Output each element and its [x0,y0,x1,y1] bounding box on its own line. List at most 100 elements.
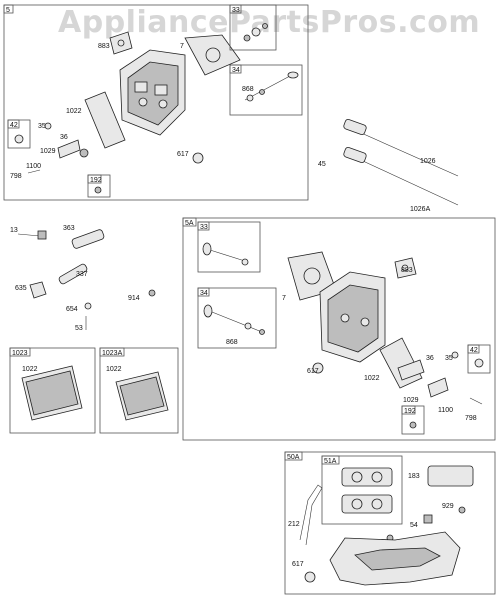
rocker-nut[interactable] [79,148,89,158]
box-34 [229,64,303,116]
valve-head-34b[interactable] [203,304,213,318]
rocker-ball-5A[interactable] [451,351,459,359]
valve-seal-34b[interactable] [244,322,252,330]
label-798b: 798 [465,415,477,422]
valve-spring-retainer[interactable] [243,34,251,42]
valve-stem-34b [211,311,263,333]
head-gasket-bore [205,47,221,63]
valve-head[interactable] [287,71,299,79]
box-1023 [9,347,96,434]
label-929: 929 [442,503,454,510]
valve-rotator[interactable] [259,89,265,95]
box-34b-tag: 34 [200,290,208,297]
rocker-stud-5A [469,397,483,405]
rocker-arm[interactable] [57,139,81,159]
valve-rotator-34b[interactable] [259,329,265,335]
box-192-tag: 192 [90,177,102,184]
section-5: 5 33 34 [3,4,309,201]
pushrods-group: 45 1026 1026A [318,118,459,213]
box-34b [197,287,277,349]
rocker-arm-5A[interactable] [397,359,425,381]
label-7: 7 [180,43,184,50]
screw-192[interactable] [94,186,102,194]
gasket-617-50A[interactable] [304,571,316,583]
section-5A: 5A 33 34 [182,217,496,441]
label-1100: 1100 [26,163,41,170]
valve-head-33b[interactable] [202,242,212,256]
label-868: 868 [242,86,254,93]
box-34-tag: 34 [232,67,240,74]
section-5A-tag: 5A [185,220,194,227]
box-33b [197,221,261,273]
intake-gasket-upper[interactable] [341,467,393,487]
valve-cover-1023[interactable] [25,370,79,416]
box-33 [229,4,277,51]
gasket-617-5A[interactable] [312,362,324,374]
screw-914[interactable] [148,289,156,297]
gasket-183[interactable] [427,465,474,487]
bolt-13[interactable] [17,233,41,237]
valve-spring[interactable] [251,27,261,37]
box-1023A-tag: 1023A [102,350,123,357]
label-1022d: 1022 [106,366,122,373]
intake-gasket-lower-port-2 [371,498,383,510]
box-42-tag: 42 [10,122,18,129]
intake-gasket-upper-port-2 [371,471,383,483]
label-883b: 883 [401,267,413,274]
valve-keeper-33b[interactable] [241,258,249,266]
valve-seal[interactable] [246,94,254,102]
label-13: 13 [10,227,18,234]
label-1022: 1022 [66,108,82,115]
box-33-tag: 33 [232,7,240,14]
label-1029b: 1029 [403,397,419,404]
intake-gasket-lower-port-1 [351,498,363,510]
label-883: 883 [98,43,110,50]
bolt-13-head [37,230,47,240]
valve-keeper[interactable] [262,23,268,29]
label-45: 45 [318,161,326,168]
tappet-lower[interactable] [343,146,367,164]
exhaust-gasket-hole [117,39,125,47]
spark-plug-363[interactable] [71,229,105,249]
cylinder-head[interactable] [119,49,186,136]
exhaust-gasket-5A-hole [401,264,409,272]
head-gasket-5A-bore [303,267,321,285]
box-192b-tag: 192 [404,408,416,415]
section-1023: 1023 1022 1023A 1022 [9,347,179,434]
section-50A-frame [284,451,496,595]
label-1029: 1029 [40,148,56,155]
gasket-617[interactable] [192,152,204,164]
breather-seal-5A[interactable] [474,358,484,368]
rocker-stud [27,169,41,174]
label-617b: 617 [307,368,319,375]
washer-654[interactable] [84,302,92,310]
section-50A: 50A 51A 183 212 929 54 415 617 [284,451,496,595]
section-5-tag-box [3,4,14,14]
breather-seal[interactable] [14,134,24,144]
box-1023A [99,347,179,434]
rocker-ball[interactable] [44,122,52,130]
bracket-212[interactable] [299,484,323,546]
label-53: 53 [75,325,83,332]
section-5A-frame [182,217,496,441]
rocker-1029-5A[interactable] [427,377,449,398]
cylinder-head-5A[interactable] [319,271,386,363]
screw-192-5A[interactable] [409,421,417,429]
label-635: 635 [15,285,27,292]
pushrod-1026A [349,154,459,206]
part-337[interactable] [58,263,88,285]
label-212: 212 [288,521,300,528]
bolt-54[interactable] [423,514,433,524]
label-1022b: 1022 [364,375,380,382]
rocker-cover-gasket[interactable] [84,91,126,149]
valve-cover-1023A[interactable] [119,376,165,416]
label-798: 798 [10,173,22,180]
section-5-tag: 5 [6,7,10,14]
section-50A-tag: 50A [287,454,300,461]
intake-gasket-upper-port-1 [351,471,363,483]
label-617c: 617 [292,561,304,568]
screw-929[interactable] [458,506,466,514]
elbow-635[interactable] [29,281,47,299]
tappet-upper[interactable] [343,118,367,136]
intake-gasket-lower[interactable] [341,494,393,514]
